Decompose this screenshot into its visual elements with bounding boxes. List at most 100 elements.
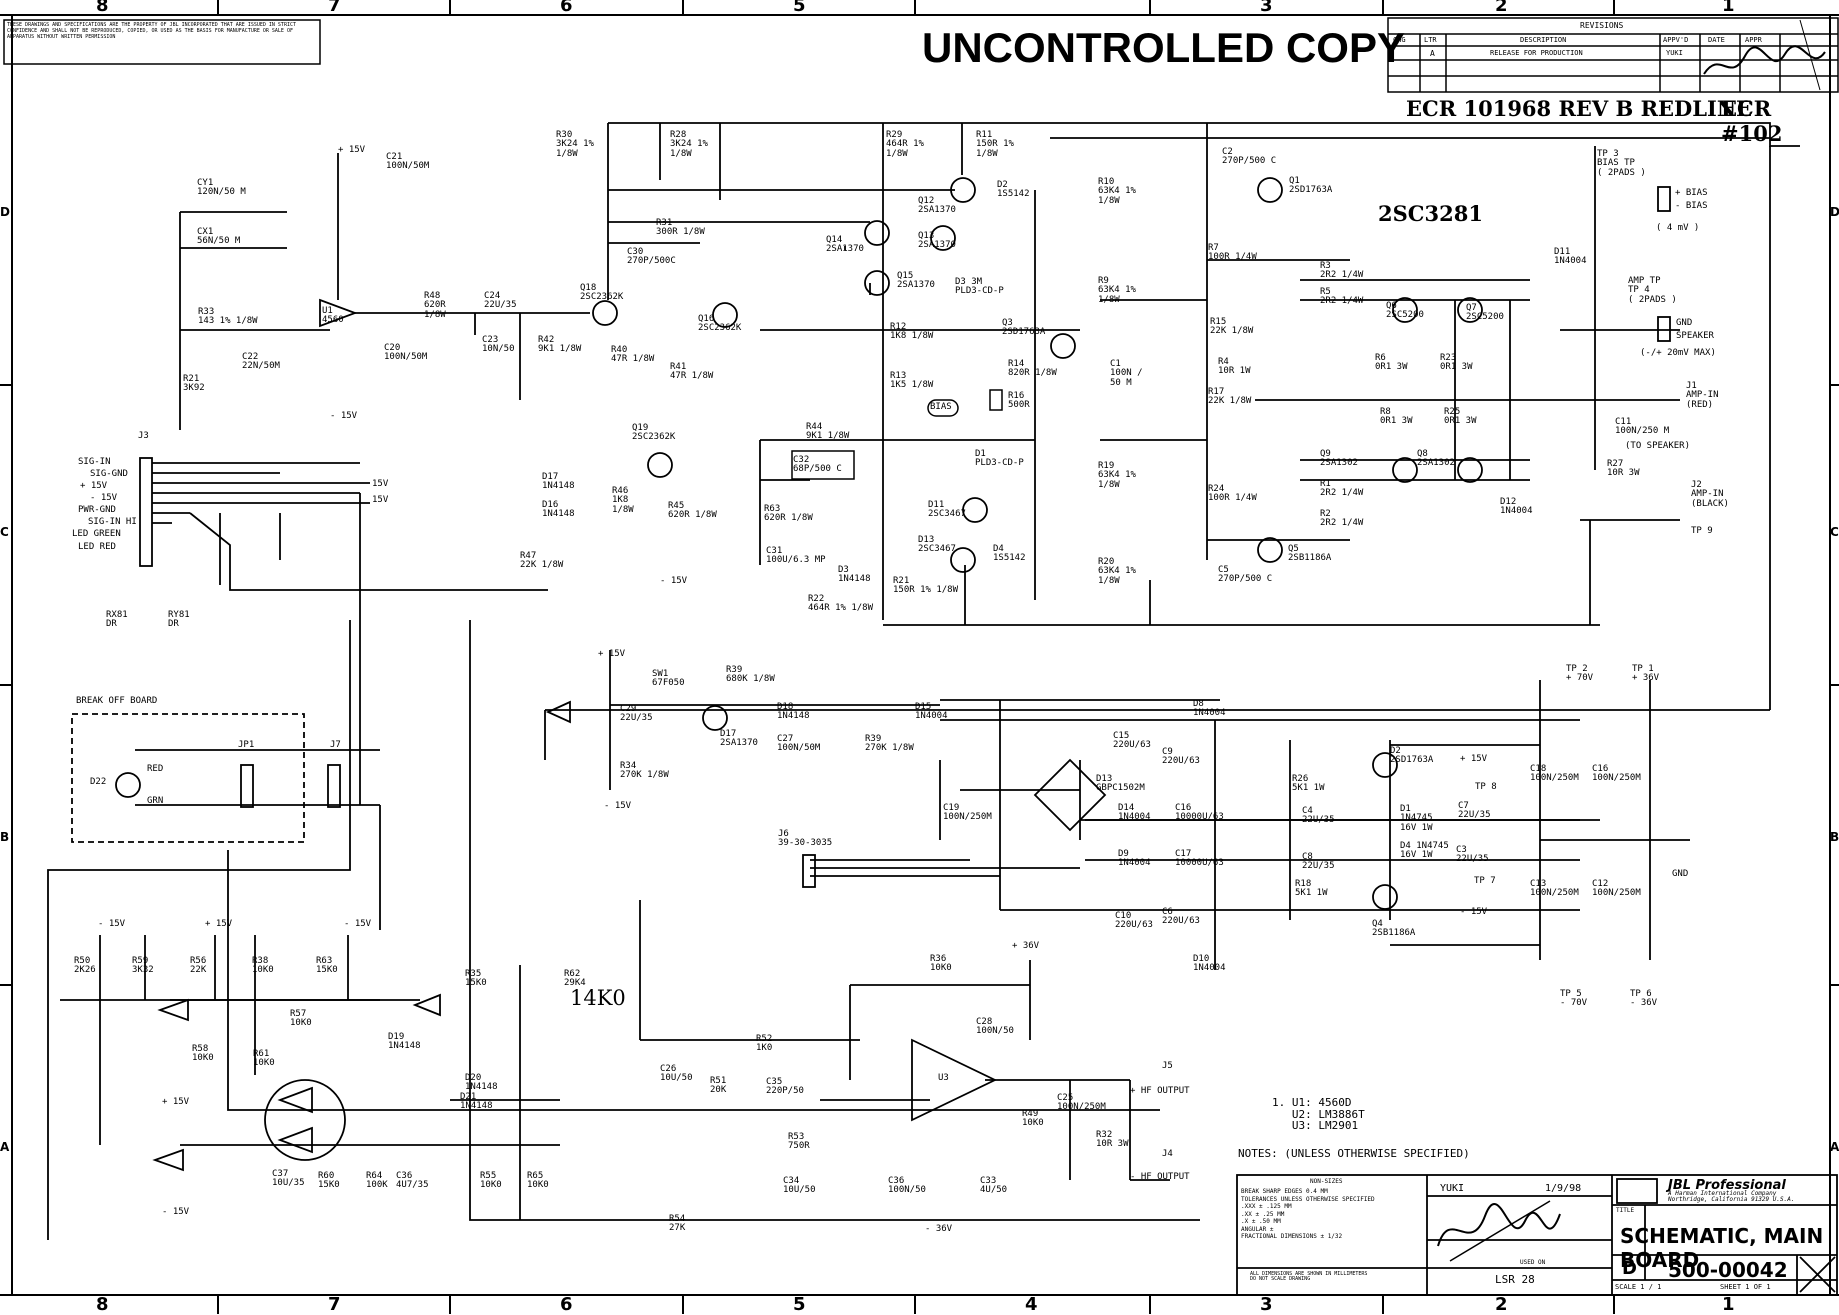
label-r5: R5 2R2 1/4W [1320, 287, 1364, 307]
label-neg15v-e: - 15V [98, 919, 126, 929]
label-to-speaker: (TO SPEAKER) [1625, 441, 1691, 451]
label-led-red: LED RED [78, 542, 116, 552]
label-r14: R14 820R 1/8W [1008, 359, 1057, 379]
label-q1: Q1 2SD1763A [1289, 176, 1333, 196]
label-c33: C33 4U/50 [980, 1176, 1008, 1196]
zone-row-d-left: D [0, 205, 10, 219]
label-pos15v-d: + 15V [1460, 754, 1488, 764]
zone-col-8-top: 8 [96, 0, 109, 16]
label-r24: R24 100R 1/4W [1208, 484, 1257, 504]
label-c18: C18 100N/250M [1530, 764, 1579, 784]
label-c6: C6 220U/63 [1162, 907, 1200, 927]
label-tp9: TP 9 [1691, 526, 1713, 536]
u3-opamp [911, 1038, 998, 1122]
label-q18: Q18 2SC2362K [580, 283, 624, 303]
rev-head-date: DATE [1708, 36, 1725, 44]
label-r2: R2 2R2 1/4W [1320, 509, 1364, 529]
label-r65: R65 10K0 [527, 1171, 549, 1191]
label-q15: Q15 2SA1370 [897, 271, 935, 291]
label-d18: D18 1N4148 [777, 702, 810, 722]
zone-col-7-top: 7 [328, 0, 341, 16]
label-c21: C21 100N/50M [386, 152, 430, 172]
connectors [71, 186, 1671, 888]
label-jp1: JP1 [238, 740, 255, 750]
label-d12: D12 1N4004 [1500, 497, 1533, 517]
label-bias-mv: ( 4 mV ) [1656, 223, 1700, 233]
label-d2b: D2 2SD1763A [1390, 746, 1434, 766]
label-r64: R64 100K [366, 1171, 388, 1191]
zone-col-7-bottom: 7 [328, 1294, 341, 1315]
label-net15v-a: 15V [372, 479, 389, 489]
label-c26: C26 10U/50 [660, 1064, 693, 1084]
scale-label: SCALE 1 / 1 [1615, 1283, 1662, 1291]
label-r20: R20 63K4 1% 1/8W [1098, 557, 1136, 586]
zone-col-3-top: 3 [1260, 0, 1273, 16]
label-q12: Q12 2SA1370 [918, 196, 956, 216]
label-led-green: LED GREEN [72, 529, 121, 539]
label-u1: U1 4560 [322, 306, 344, 326]
label-r12: R12 1K8 1/8W [890, 322, 934, 342]
label-d2: D2 1S5142 [997, 180, 1030, 200]
label-c10: C10 220U/63 [1115, 911, 1153, 931]
label-r62: R62 29K4 [564, 969, 586, 989]
label-c28: C28 100N/50 [976, 1017, 1014, 1037]
transistor-note-2sc3281: 2SC3281 [1378, 201, 1483, 226]
label-c1: C1 100N / 50 M [1110, 359, 1143, 388]
label-c23: C23 10N/50 [482, 335, 515, 355]
label-q8: Q8 2SA1302 [1417, 449, 1455, 469]
label-r10: R10 63K4 1% 1/8W [1098, 177, 1136, 206]
approval-signature [1703, 45, 1826, 75]
label-c27: C27 100N/50M [777, 734, 821, 754]
label-r55: R55 10K0 [480, 1171, 502, 1191]
label-j4: J4 [1162, 1149, 1173, 1159]
label-grn: GRN [147, 796, 164, 806]
label-sw1: SW1 67F050 [652, 669, 685, 689]
label-q5: Q5 2SB1186A [1288, 544, 1332, 564]
label-r23: R23 0R1 3W [1440, 353, 1473, 373]
label-pos15v-c: + 15V [598, 649, 626, 659]
label-r59: R59 3K32 [132, 956, 154, 976]
label-r31: R31 300R 1/8W [656, 218, 705, 238]
label-d17: D17 1N4148 [542, 472, 575, 492]
revisions-title: REVISIONS [1580, 21, 1624, 30]
zone-row-a-left: A [0, 1140, 10, 1154]
label-c7: C7 22U/35 [1458, 801, 1491, 821]
rev-head-chg: CHG [1393, 36, 1406, 44]
revisions-table [1387, 17, 1839, 93]
rev-head-appr: APPR [1745, 36, 1762, 44]
label-d3-pld: D3 3M PLD3-CD-P [955, 277, 1004, 297]
rev-head-ltr: LTR [1424, 36, 1437, 44]
label-c19: C19 100N/250M [943, 803, 992, 823]
label-d21: D21 1N4148 [460, 1092, 493, 1112]
label-r39b: R39 270K 1/8W [865, 734, 914, 754]
label-c24: C24 22U/35 [484, 291, 517, 311]
zone-row-c-right: C [1830, 525, 1839, 539]
label-r49: R49 10K0 [1022, 1109, 1044, 1129]
label-r16: R16 500R [1008, 391, 1030, 411]
label-neg15v-f: - 15V [344, 919, 372, 929]
label-d13: D13 2SC3467 [918, 535, 956, 555]
label-neg15v-a: - 15V [330, 411, 358, 421]
label-cx1: CX1 56N/50 M [197, 227, 241, 247]
schematic-wiring [47, 122, 1800, 1240]
label-ry81: RY81 DR [168, 610, 190, 630]
title-label: TITLE [1616, 1207, 1635, 1214]
label-r56: R56 22K [190, 956, 207, 976]
label-c9: C9 220U/63 [1162, 747, 1200, 767]
label-neg15v-j3: - 15V [90, 493, 118, 503]
label-tp1: TP 1 + 36V [1632, 664, 1660, 684]
zone-row-b-right: B [1830, 830, 1839, 844]
label-net15v-b: 15V [372, 495, 389, 505]
label-neg15v-c: - 15V [604, 801, 632, 811]
zone-col-6-top: 6 [560, 0, 573, 16]
label-neg15v-g: - 15V [162, 1207, 190, 1217]
rev-head-desc: DESCRIPTION [1520, 36, 1567, 44]
label-c4: C4 22U/35 [1302, 806, 1335, 826]
label-c34: C34 10U/50 [783, 1176, 816, 1196]
label-r34: R34 270K 1/8W [620, 761, 669, 781]
label-q4: Q4 2SB1186A [1372, 919, 1416, 939]
label-pos15v-e: + 15V [205, 919, 233, 929]
label-speaker: SPEAKER [1676, 331, 1714, 341]
label-pos36v: + 36V [1012, 941, 1040, 951]
company-name: JBL Professional [1668, 1178, 1786, 1193]
